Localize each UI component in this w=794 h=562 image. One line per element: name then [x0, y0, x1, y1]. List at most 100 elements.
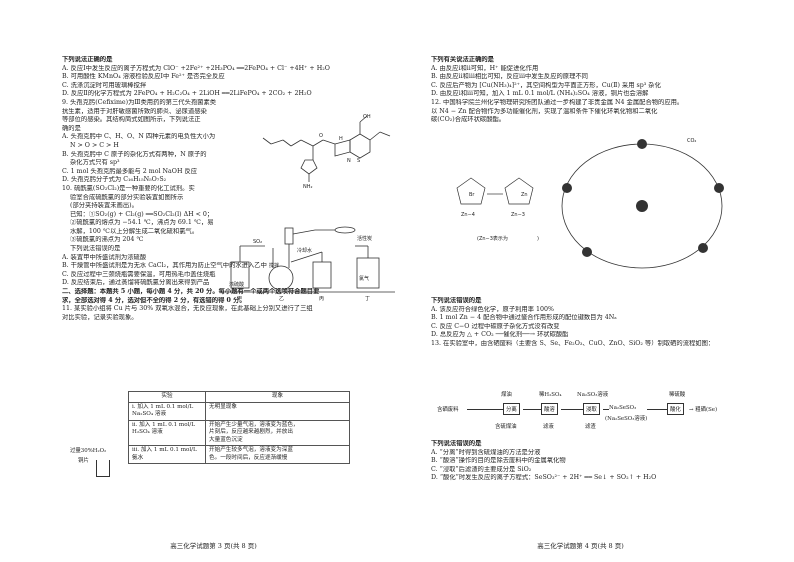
cell-line: Na₂SO₄ 溶液	[132, 411, 167, 417]
chlorine-label: 氯气	[359, 275, 369, 282]
zn3-legend-close: )	[537, 236, 539, 242]
text-line: C. 反应 C−O 过程中碳原子杂化方式没有改变	[431, 322, 560, 330]
flow-input-na2so3: Na₂SO₃溶液	[577, 392, 609, 398]
ring-a	[349, 133, 371, 159]
atom-h-label: H	[339, 136, 343, 142]
cycle-node-right	[714, 183, 724, 193]
flow-intermediate: Na₂SeSO₃	[609, 405, 637, 411]
text-line: C. 1 mol 头孢克肟最多能与 2 mol NaOH 反应	[62, 167, 198, 175]
br-label: Br	[469, 192, 475, 198]
zn4-complex	[456, 177, 486, 205]
text-line: 下列有关说法正确的是	[431, 56, 494, 63]
text-line: A. 装置甲中所盛试剂为浓硫酸	[62, 253, 147, 261]
text-line: B. 干燥管中所盛试剂是为无水 CaCl₂，其作用为防止空气中的水进入乙中	[62, 262, 267, 270]
label-jia: 甲	[237, 296, 242, 302]
ring-b	[334, 139, 351, 157]
beaker-illustration: 过量30%H₂O₂ 铜片	[66, 418, 118, 488]
cycle-center-catalyst	[636, 200, 648, 212]
flow-output-sulfur-kerosene: 含硫煤油	[495, 424, 517, 430]
cycle-node-top	[637, 139, 647, 149]
cell-line: 氨水	[132, 454, 144, 461]
text-line: 12. 中国科学院兰州化学物理研究所团队通过一步构建了非贵金属 N4 金属配合物…	[431, 98, 684, 106]
beaker-icon	[96, 460, 110, 477]
zn4-label: Zn−4	[461, 212, 475, 218]
text-line: 下列说法错误的是	[431, 297, 482, 304]
copper-label: 铜片	[78, 458, 89, 464]
text-line: B. 由反应ⅱ和ⅲ相比可知，反应ⅲ中发生反应的原理不同	[431, 73, 588, 81]
text-line: B. 可用酸性 KMnO₄ 溶液检验反应Ⅰ中 Fe²⁺ 是否完全反应	[62, 73, 225, 81]
text-line: D. 由反应ⅰ和ⅲ可知，加入 1 mL 0.1 mol/L (NH₄)₂SO₄ …	[431, 90, 649, 98]
text-line: 11. 某实验小组将 Cu 片与 30% 双氧水混合，无反应现象，在此基础上分别…	[62, 305, 313, 313]
three-neck-flask	[268, 265, 294, 291]
flow-end-label: → 粗硒(Se)	[689, 407, 718, 413]
cell-line: H₂SO₄ 溶液	[132, 429, 163, 435]
co2-label: CO₂	[687, 138, 696, 144]
flow-output-solution: (Na₂SeSO₃溶液)	[605, 416, 648, 422]
text-line: 下列说法错误的是	[70, 245, 121, 253]
text-line: 以 N4 − Zn 配合物作为多功能催化剂，实现了温和条件下催化环氧化物和二氧化	[431, 107, 658, 115]
right-footer: 高三化学试题第 4 页(共 8 页)	[537, 542, 624, 550]
text-line: 对比实验，记录实验现象。	[62, 313, 138, 321]
text-line: N > O > C > H	[70, 141, 119, 149]
cooling-water-label: 冷却水	[297, 247, 312, 254]
apparatus-figure: SO₂ 冷却水 搅拌 活性炭 氯气 浓硫酸 甲 乙 丙 丁	[225, 226, 395, 302]
flow-output-filtrate: 滤液	[543, 424, 554, 430]
text-line: D. 总反应为 △ + CO₂ ──催化剂──→ 环状碳酸酯	[431, 331, 569, 339]
flow-input-dilute-acid: 稀硫酸	[669, 392, 686, 398]
text-line: 求，全部选对得 4 分，选对但不全的得 2 分，有选错的得 0 分。	[62, 296, 246, 304]
flow-step-acidify: 酸化	[667, 403, 684, 415]
table-cell-obs: 无明显现象	[205, 401, 350, 421]
text-line: B. “酸溶”操作的目的是除去废料中的金属氧化物	[431, 457, 566, 465]
text-line: 10. 硫酰氯(SO₂Cl₂)是一种重要的化工试剂。实	[62, 184, 195, 192]
cell-line: 大量蓝色沉淀	[209, 436, 243, 443]
atom-o-label: O	[319, 133, 323, 139]
text-line: D. 反应Ⅱ的化学方程式为 2FePO₄ + H₂C₂O₄ + 2LiOH ══…	[62, 90, 312, 98]
text-line: B. 1 mol Zn − 4 配合物中通过螯合作用形成的配位键数目为 4Nₐ	[431, 314, 617, 322]
text-line: C. 洗涤沉淀时可用玻璃棒搅拌	[62, 81, 147, 89]
flow-step-separate: 分离	[503, 403, 520, 415]
label-ding: 丁	[365, 296, 370, 302]
cell-line: 开始产生少量气泡，溶液变为蓝色，	[209, 421, 299, 428]
bottle-bing	[312, 261, 332, 289]
text-line: C. 反应后产物为 [Cu(NH₃)₄]²⁺，其空间构型为平面正方形，Cu(Ⅱ)…	[431, 81, 661, 89]
text-line: D. 反应结束后，通过蒸馏将硫酰氯分离出来得到产品	[62, 279, 210, 287]
flow-input-dilute-h2so4: 稀H₂SO₄	[539, 392, 562, 398]
activated-carbon-label: 活性炭	[357, 235, 372, 242]
cycle-node-bottom-right	[698, 243, 708, 253]
text-line: B. 头孢克肟中 C 原子的杂化方式有两种，N 原子的	[62, 150, 207, 158]
condenser	[284, 227, 294, 245]
table-cell-obs: 开始产生少量气泡，溶液变为蓝色，片刻后，反应越来越剧烈，并放出大量蓝色沉淀	[205, 419, 350, 446]
process-flow-chart: 煤油 稀H₂SO₄ Na₂SO₃溶液 稀硫酸 含硒废料 分离 酸溶 浸取 Na₂…	[437, 390, 757, 440]
drying-tube	[334, 226, 356, 234]
atom-nh2-label: NH₂	[303, 184, 313, 190]
text-line: 抗生素，适用于对肝敏感菌所致的肺炎、泌尿道感染	[62, 107, 207, 115]
left-footer: 高三化学试题第 3 页(共 8 页)	[170, 542, 257, 550]
label-bing: 丙	[319, 296, 324, 302]
text-line: 验室合成硫酰氯的部分实验装置如图所示	[70, 193, 184, 201]
text-line: D. 头孢克肟分子式为 C₁₆H₁₅N₅O₇S₂	[62, 176, 167, 184]
table-cell-obs: 开始产生较多气泡，溶液变为深蓝色。一段时间后，反应逐渐缓慢	[205, 445, 350, 464]
text-line: 已知：①SO₂(g) + Cl₂(g) ══SO₂Cl₂(l) ΔH < 0；	[70, 210, 214, 218]
text-line: ③硫酰氯的沸点为 204 ℃	[70, 236, 144, 244]
text-line: 杂化方式只有 sp³	[70, 159, 120, 167]
text-line: 13. 在实验室中，由含硒废料（主要含 S、Se、Fe₂O₃、CuO、ZnO、S…	[431, 339, 715, 347]
text-line: ②硫酰氯的熔点为 −54.1 ℃，沸点为 69.1 ℃，易	[70, 219, 214, 227]
so2-label: SO₂	[253, 239, 262, 245]
flow-step-leach: 浸取	[583, 403, 600, 415]
text-line: 确的是	[62, 124, 81, 132]
cefixime-structure-figure: OH O N H S NH₂	[262, 114, 391, 190]
text-line: D. “酸化”时发生反应的离子方程式：SeSO₃²⁻ + 2H⁺ ══ Se↓ …	[431, 474, 657, 482]
flow-start-label: 含硒废料	[437, 407, 459, 413]
label-yi: 乙	[279, 295, 284, 302]
